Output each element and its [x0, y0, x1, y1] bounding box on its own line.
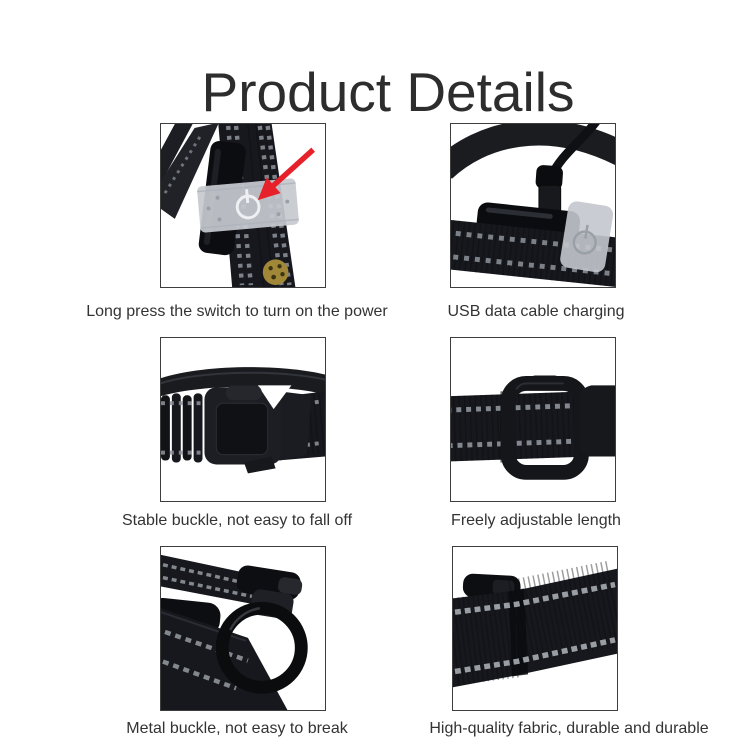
caption-stable-buckle: Stable buckle, not easy to fall off	[121, 512, 353, 529]
page-title: Product Details	[201, 60, 575, 123]
caption-power-switch: Long press the switch to turn on the pow…	[86, 303, 388, 320]
power-icon	[235, 189, 261, 220]
tile-usb-charging	[450, 123, 616, 288]
metal-ring	[215, 601, 308, 694]
collar-metal-ring-photo	[161, 554, 308, 710]
gold-ornament	[262, 259, 289, 286]
strap-arm	[161, 124, 219, 219]
collar-adjuster-photo	[451, 375, 615, 480]
caption-fabric-quality: High-quality fabric, durable and durable	[429, 720, 709, 737]
webbing-left	[161, 393, 205, 463]
tile-fabric-quality	[452, 546, 618, 711]
collar-power-switch-photo	[161, 124, 315, 287]
collar-usb-charging-photo	[451, 124, 615, 287]
stitch-row	[162, 659, 237, 691]
collar-loop	[451, 124, 615, 180]
side-release-buckle	[204, 385, 312, 474]
tile-adjustable-length	[450, 337, 616, 502]
stitch-row	[454, 637, 616, 675]
tile-stable-buckle	[160, 337, 326, 502]
red-arrow-icon	[257, 147, 315, 201]
stitch-row	[162, 575, 253, 599]
buckle-end	[579, 385, 615, 457]
caption-usb-charging: USB data cable charging	[447, 303, 625, 320]
strap-ribs	[453, 590, 522, 685]
tile-power-switch	[160, 123, 326, 288]
strap-fold	[508, 588, 529, 677]
caption-metal-buckle: Metal buckle, not easy to break	[126, 720, 348, 737]
stitch-row	[454, 581, 616, 615]
collar-fabric-photo	[453, 560, 617, 688]
switch-label	[560, 201, 614, 273]
tile-metal-buckle	[160, 546, 326, 711]
switch-label	[197, 178, 299, 233]
caption-adjustable-length: Freely adjustable length	[451, 512, 621, 529]
collar-buckle-photo	[161, 367, 325, 474]
fabric-strap	[453, 560, 617, 688]
stitch-row	[163, 135, 202, 194]
stitch-row	[279, 399, 324, 451]
